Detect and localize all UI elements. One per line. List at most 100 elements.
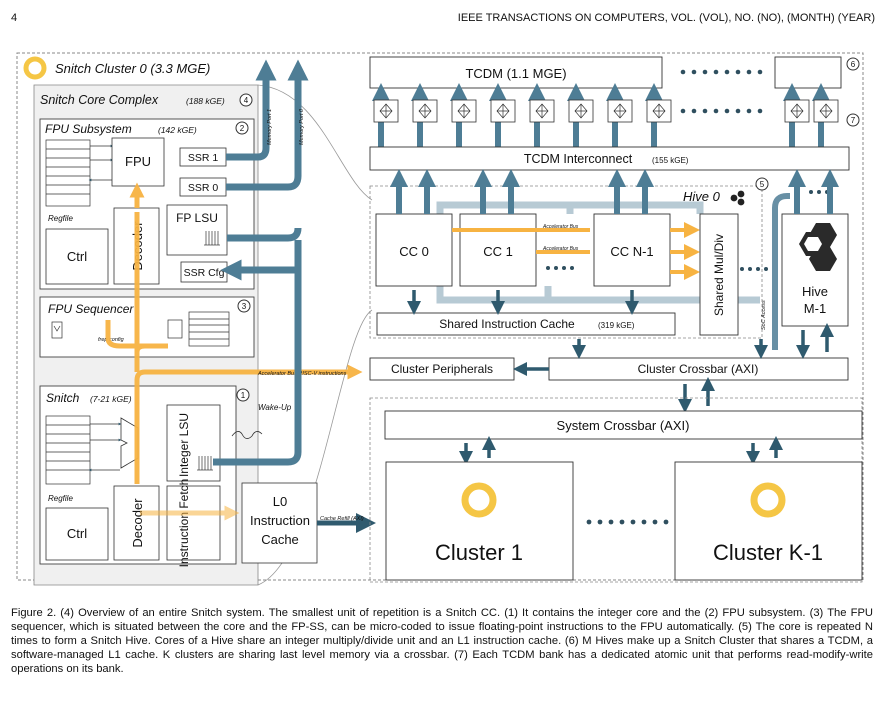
atomic-unit-icon xyxy=(652,103,666,119)
atomic-unit-icon xyxy=(457,103,471,119)
memory-port-1-label: Memory Port 1 xyxy=(267,109,273,145)
callout-2-icon xyxy=(235,121,249,135)
cluster-peripherals-label: Cluster Peripherals xyxy=(391,362,493,376)
clusterk1-ring-icon xyxy=(750,482,786,518)
ccn1-box xyxy=(593,213,671,287)
atomic-unit-icon xyxy=(496,103,510,119)
atomic-unit-icon xyxy=(379,103,393,119)
int-regfile-label: Regfile xyxy=(48,494,73,503)
cc-icache-links xyxy=(407,290,639,315)
regfile-fpu-links xyxy=(88,144,114,182)
hive-dots xyxy=(740,267,768,271)
l0-label-2: Instruction xyxy=(250,513,310,528)
callout-4: 4 xyxy=(244,96,249,105)
cache-refill-label: Cache Refill (AXI) xyxy=(320,516,364,522)
memory-port-0-label: Memory Port 0 xyxy=(299,108,305,145)
callout-7: 7 xyxy=(851,116,856,125)
callout-6-icon xyxy=(846,57,860,71)
callout-1-icon xyxy=(236,388,250,402)
shared-icache-box xyxy=(376,312,676,336)
shared-muldiv-label: Shared Mul/Div xyxy=(712,234,726,316)
instruction-fetch-box xyxy=(166,485,221,561)
system-crossbar-box xyxy=(384,410,863,440)
atomic-unit-icon xyxy=(819,103,833,119)
fp-lsu-label: FP LSU xyxy=(176,211,218,225)
callout-2: 2 xyxy=(240,124,245,133)
cluster1-label: Cluster 1 xyxy=(435,540,523,565)
cluster-ring-icon xyxy=(23,56,47,80)
ssr-cfg-label: SSR Cfg xyxy=(184,267,225,279)
snitch-core-title: Snitch xyxy=(46,391,80,405)
snitch-system-figure: Snitch Cluster 0 (3.3 MGE) Snitch Core C… xyxy=(16,52,864,586)
tcdm-interconnect-size: (155 kGE) xyxy=(652,156,689,165)
fpu-box xyxy=(111,137,165,187)
instruction-fetch-label: Instruction Fetch xyxy=(177,479,191,568)
callout-1: 1 xyxy=(241,391,246,400)
tcdm-box xyxy=(369,56,663,89)
int-decoder-label: Decoder xyxy=(130,498,145,548)
hive-shared-paths xyxy=(436,201,760,304)
running-header: IEEE TRANSACTIONS ON COMPUTERS, VOL. (VO… xyxy=(457,12,875,24)
int-lsu-box xyxy=(166,404,221,482)
ssr0-label: SSR 0 xyxy=(188,182,219,194)
crossbar-links xyxy=(513,323,834,413)
cc-dots xyxy=(546,266,574,270)
accelerator-bus-path xyxy=(105,182,363,484)
cc1-label: CC 1 xyxy=(483,244,513,259)
soc-access-label: SoC Access xyxy=(761,300,767,330)
callout-7-icon xyxy=(846,113,860,127)
l0-label-3: Cache xyxy=(261,532,299,547)
cluster-title: Snitch Cluster 0 (3.3 MGE) xyxy=(55,61,210,76)
sequencer-buffer xyxy=(167,311,230,347)
system-crossbar-label: System Crossbar (AXI) xyxy=(557,418,690,433)
hive0-title: Hive 0 xyxy=(683,189,721,204)
fp-regfile xyxy=(45,139,91,207)
hive-accel-bus xyxy=(452,222,700,280)
int-ctrl-box xyxy=(45,507,109,561)
tcdm-last-bank xyxy=(774,56,842,89)
int-decoder-box xyxy=(113,485,160,561)
callout-4-icon xyxy=(239,93,253,107)
fp-ctrl-box xyxy=(45,228,109,285)
fpu-subsystem-size: (142 kGE) xyxy=(158,125,197,135)
snitch-core-size: (7-21 kGE) xyxy=(90,394,132,404)
tcdm-dots xyxy=(680,69,763,75)
hive0-region xyxy=(369,185,763,339)
fp-regfile-label: Regfile xyxy=(48,214,73,223)
callout-6: 6 xyxy=(851,60,856,69)
fp-ctrl-label: Ctrl xyxy=(67,249,87,264)
callout-5: 5 xyxy=(760,180,765,189)
l0-cache-box xyxy=(241,482,318,564)
int-lsu-queue-icon xyxy=(197,456,213,471)
fpu-subsystem-title: FPU Subsystem xyxy=(45,122,132,136)
zoom-lines xyxy=(257,84,373,586)
frep-config-label: frep config xyxy=(98,337,125,343)
atomic-unit-icon xyxy=(418,103,432,119)
tcdm-label: TCDM (1.1 MGE) xyxy=(465,66,566,81)
atomic-unit-icon xyxy=(613,103,627,119)
callout-5-icon xyxy=(755,177,769,191)
cc0-box xyxy=(375,213,453,287)
shared-icache-size: (319 kGE) xyxy=(598,321,635,330)
fp-lsu-box xyxy=(166,204,228,256)
fpu-sequencer-title: FPU Sequencer xyxy=(48,302,134,316)
callout-3-icon xyxy=(237,299,251,313)
callout-3: 3 xyxy=(242,302,247,311)
cluster1-box xyxy=(385,461,574,581)
cluster-crossbar-label: Cluster Crossbar (AXI) xyxy=(638,362,759,376)
int-ctrl-label: Ctrl xyxy=(67,526,87,541)
int-lsu-label: Integer LSU xyxy=(177,413,191,477)
cc1-box xyxy=(459,213,537,287)
cluster1-ring-icon xyxy=(461,482,497,518)
atomic-unit-icon xyxy=(535,103,549,119)
shared-muldiv-box xyxy=(699,213,739,336)
system-region xyxy=(369,397,863,583)
hive0-icon xyxy=(730,190,745,206)
sequencer-config-icon xyxy=(51,321,63,339)
clusterk1-box xyxy=(674,461,863,581)
fpu-label: FPU xyxy=(125,154,151,169)
ssr1-label: SSR 1 xyxy=(188,152,219,164)
atomic-units xyxy=(372,83,839,147)
shared-icache-label: Shared Instruction Cache xyxy=(439,317,575,331)
cc0-label: CC 0 xyxy=(399,244,429,259)
